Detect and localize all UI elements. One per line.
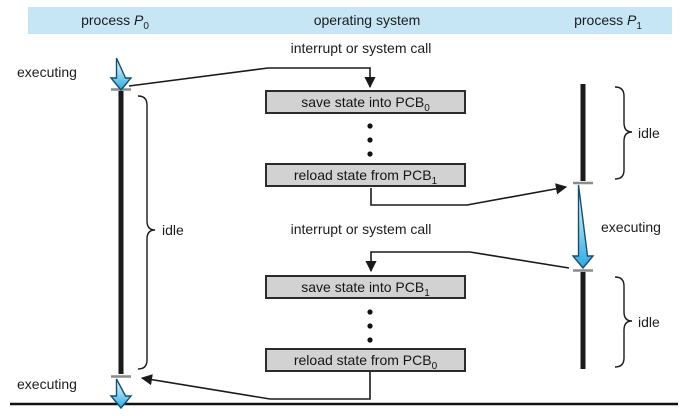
p0-executing-label-top: executing — [17, 64, 77, 80]
header-p1-subscript: 1 — [636, 20, 642, 32]
header-p0-prefix: process — [81, 12, 134, 28]
connector-p0-to-save-pcb0 — [128, 67, 376, 89]
executing-arrow-p1 — [571, 184, 595, 270]
p1-idle-brace-top — [614, 86, 633, 180]
executing-arrow-p0-top — [109, 57, 133, 92]
p0-idle-brace — [137, 95, 156, 370]
connector-p1-to-save-pcb1 — [365, 251, 570, 273]
connectors — [128, 67, 570, 400]
p1-idle-label-bottom: idle — [638, 314, 660, 330]
header-process-p1: process P1 — [528, 7, 684, 34]
box-reload-state-pcb1: reload state from PCB1 — [265, 163, 466, 187]
box-save-state-pcb0: save state into PCB0 — [265, 90, 466, 114]
column-header-bar: process P0 operating system process P1 — [28, 7, 672, 34]
p0-executing-label-bottom: executing — [17, 376, 77, 392]
connector-reload-pcb0-to-p0 — [140, 372, 371, 400]
interrupt-label-middle: interrupt or system call — [290, 221, 432, 237]
header-p0-subscript: 0 — [143, 20, 149, 32]
header-operating-system: operating system — [313, 12, 421, 28]
connector-reload-pcb1-to-p1 — [370, 183, 568, 206]
executing-arrow-p0-bottom — [109, 378, 133, 410]
p1-timeline — [571, 84, 595, 369]
header-p1-prefix: process — [574, 12, 627, 28]
header-p1-symbol: P — [627, 12, 637, 28]
interrupt-label-top: interrupt or system call — [290, 40, 432, 56]
p0-idle-label: idle — [162, 222, 184, 238]
p0-timeline — [109, 57, 133, 410]
p1-executing-label: executing — [601, 219, 661, 235]
header-p0-symbol: P — [134, 12, 144, 28]
p1-idle-label-top: idle — [638, 125, 660, 141]
box-save-state-pcb1: save state into PCB1 — [265, 275, 466, 299]
box-reload-state-pcb0: reload state from PCB0 — [265, 348, 466, 372]
header-process-p0: process P0 — [35, 7, 195, 34]
p1-idle-brace-bottom — [614, 276, 633, 368]
ellipsis-dots — [367, 123, 373, 343]
idle-braces — [137, 86, 633, 370]
